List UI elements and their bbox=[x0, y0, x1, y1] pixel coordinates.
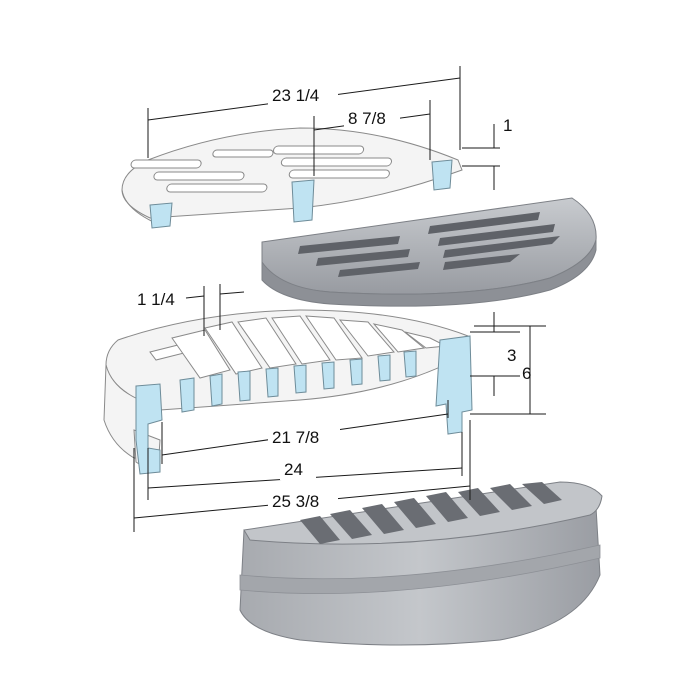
dim-frame-inner: 21 7/8 bbox=[272, 428, 319, 447]
frame-cut-sections bbox=[135, 335, 473, 475]
top-grate-cut-ribs bbox=[149, 159, 453, 229]
dim-frame-height: 6 bbox=[522, 364, 531, 383]
frame-casting-step bbox=[239, 544, 601, 595]
dim-top-overall-width: 23 1/4 bbox=[272, 86, 319, 105]
dimension-labels: 23 1/4 8 7/8 1 1 1/4 3 6 21 7/8 24 25 3/… bbox=[137, 84, 531, 512]
dim-frame-wall: 1 1/4 bbox=[137, 290, 175, 309]
dim-top-thickness: 1 bbox=[503, 116, 512, 135]
frame-section bbox=[103, 309, 473, 475]
frame-grate-slots bbox=[149, 315, 448, 379]
dim-frame-outer: 25 3/8 bbox=[272, 492, 319, 511]
top-casting-slots bbox=[298, 212, 560, 277]
top-grate-section bbox=[121, 127, 463, 229]
top-casting-edge bbox=[261, 239, 597, 307]
dim-frame-flange: 3 bbox=[507, 346, 516, 365]
dim-top-rib-spacing: 8 7/8 bbox=[348, 109, 386, 128]
frame-casting-slots bbox=[300, 482, 562, 544]
frame-casting bbox=[239, 481, 603, 646]
dim-frame-middle: 24 bbox=[284, 460, 303, 479]
top-grate-casting bbox=[261, 197, 597, 307]
